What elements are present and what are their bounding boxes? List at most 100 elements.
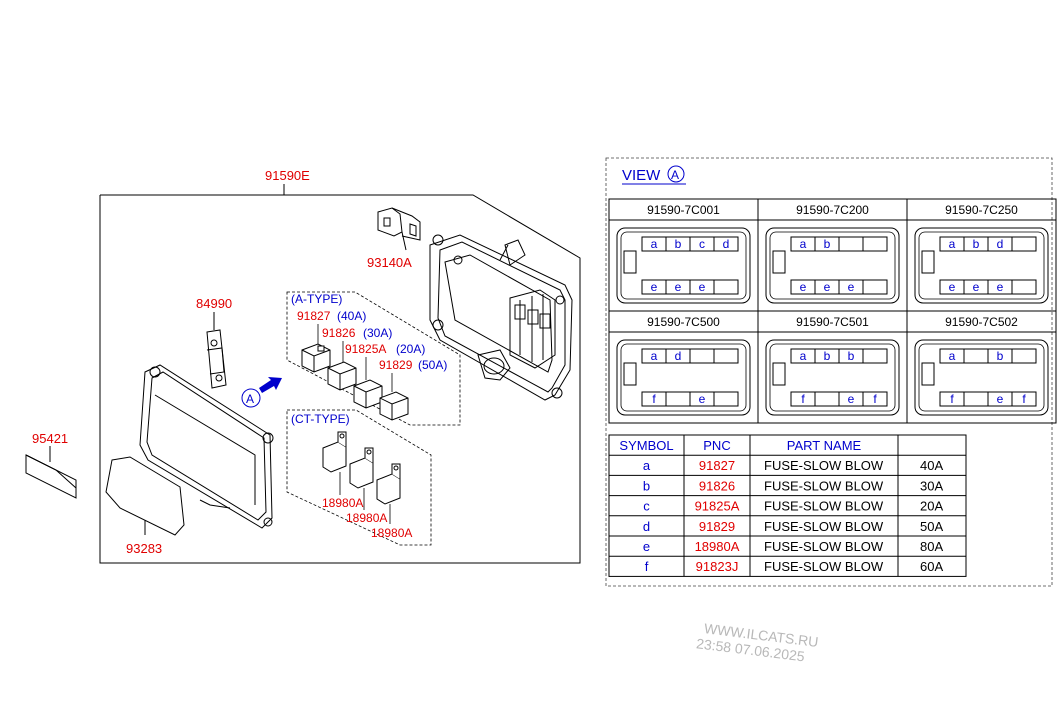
variant-connector-1 — [623, 250, 637, 274]
legend-symbol: d — [643, 519, 650, 534]
legend-pnc[interactable]: 18980A — [695, 539, 740, 554]
variant-connector-4 — [623, 362, 637, 386]
variant-code-5[interactable]: 91590-7C501 — [796, 315, 869, 329]
a-type-pnc-2[interactable]: 91826 — [322, 326, 356, 340]
view-arrow-icon — [259, 377, 282, 393]
legend-symbol: c — [643, 499, 650, 514]
legend-pnc[interactable]: 91827 — [699, 458, 735, 473]
fuse-slot-top-4 — [1011, 348, 1037, 364]
part-label-95421[interactable]: 95421 — [32, 431, 68, 446]
variant-code-3[interactable]: 91590-7C250 — [945, 203, 1018, 217]
view-panel-marker: A — [671, 168, 679, 182]
variant-inner-3 — [918, 231, 1045, 300]
legend-rating: 50A — [920, 519, 943, 534]
a-type-pnc-3[interactable]: 91825A — [345, 342, 386, 356]
variant-inner-2 — [769, 231, 896, 300]
legend-pnc[interactable]: 91829 — [699, 519, 735, 534]
fuse-slot-label: b — [824, 237, 831, 251]
legend-part-name: FUSE-SLOW BLOW — [764, 478, 884, 493]
ct-type-pnc-2[interactable]: 18980A — [346, 511, 387, 525]
legend-rating: 80A — [920, 539, 943, 554]
fuse-slot-label: f — [801, 392, 805, 406]
fuse-slot-label: d — [723, 237, 730, 251]
legend-part-name: FUSE-SLOW BLOW — [764, 458, 884, 473]
legend-pnc[interactable]: 91825A — [695, 499, 740, 514]
fuse-slot-top-3 — [838, 236, 864, 252]
part-label-91590E[interactable]: 91590E — [265, 168, 310, 183]
variant-code-4[interactable]: 91590-7C500 — [647, 315, 720, 329]
variant-code-2[interactable]: 91590-7C200 — [796, 203, 869, 217]
fuse-slot-top-2 — [963, 348, 989, 364]
fuse-slot-top-4 — [1011, 236, 1037, 252]
variant-inner-1 — [620, 231, 747, 300]
ct-type-pnc-1[interactable]: 18980A — [322, 496, 363, 510]
legend-border — [608, 434, 967, 577]
bracket-84990 — [206, 312, 227, 389]
table-row[interactable]: d 91829 FUSE-SLOW BLOW 50A — [643, 519, 944, 534]
label-95421 — [25, 446, 77, 499]
variant-box-4 — [616, 339, 751, 416]
a-type-leaders — [317, 324, 393, 392]
fuse-slot-label: a — [651, 349, 658, 363]
fuse-slot-bottom-4 — [862, 391, 888, 407]
fuse-slot-label: a — [800, 349, 807, 363]
variant-box-1 — [616, 227, 751, 304]
legend-rating: 40A — [920, 458, 943, 473]
variant-code-6[interactable]: 91590-7C502 — [945, 315, 1018, 329]
fuse-slot-label: e — [848, 392, 855, 406]
fuse-slot-top-4 — [862, 236, 888, 252]
a-type-pnc-1[interactable]: 91827 — [297, 309, 331, 323]
fuse-slot-bottom-2 — [814, 391, 840, 407]
fuse-slot-label: e — [949, 280, 956, 294]
legend-symbol: b — [643, 478, 650, 493]
variant-box-3 — [914, 227, 1049, 304]
view-a-marker[interactable]: A — [241, 388, 261, 408]
variant-code-1[interactable]: 91590-7C001 — [647, 203, 720, 217]
legend-part-name: FUSE-SLOW BLOW — [764, 519, 884, 534]
a-type-rating-4: (50A) — [418, 358, 447, 372]
legend-pnc[interactable]: 91823J — [696, 559, 739, 574]
fuse-slot-label: a — [949, 349, 956, 363]
fuse-slot-top-4 — [713, 236, 739, 252]
legend-symbol: e — [643, 539, 650, 554]
fuse-slot-bottom-4 — [1011, 279, 1037, 295]
fuse-slot-label: f — [873, 392, 877, 406]
ct-type-fuse-blocks — [322, 431, 401, 505]
fuse-slot-label: e — [824, 280, 831, 294]
fuse-slot-label: a — [651, 237, 658, 251]
fuse-slot-top-4 — [862, 348, 888, 364]
fuse-slot-label: d — [675, 349, 682, 363]
legend-part-name: FUSE-SLOW BLOW — [764, 499, 884, 514]
legend-pnc[interactable]: 91826 — [699, 478, 735, 493]
legend-rating: 60A — [920, 559, 943, 574]
ct-type-pnc-3[interactable]: 18980A — [371, 526, 412, 540]
variant-box-5 — [765, 339, 900, 416]
part-label-93140A[interactable]: 93140A — [367, 255, 412, 270]
variant-box-6 — [914, 339, 1049, 416]
variant-inner-4 — [620, 343, 747, 412]
fuse-slot-label: c — [699, 237, 705, 251]
fuse-slot-label: b — [824, 349, 831, 363]
variant-inner-5 — [769, 343, 896, 412]
fuse-slot-label: f — [652, 392, 656, 406]
legend-part-name: FUSE-SLOW BLOW — [764, 559, 884, 574]
plate-93283 — [105, 456, 185, 536]
a-type-pnc-4[interactable]: 91829 — [379, 358, 413, 372]
part-label-84990[interactable]: 84990 — [196, 296, 232, 311]
part-label-93283[interactable]: 93283 — [126, 541, 162, 556]
fuse-slot-bottom-2 — [963, 391, 989, 407]
fuse-slot-label: e — [651, 280, 658, 294]
fuse-slot-label: b — [848, 349, 855, 363]
